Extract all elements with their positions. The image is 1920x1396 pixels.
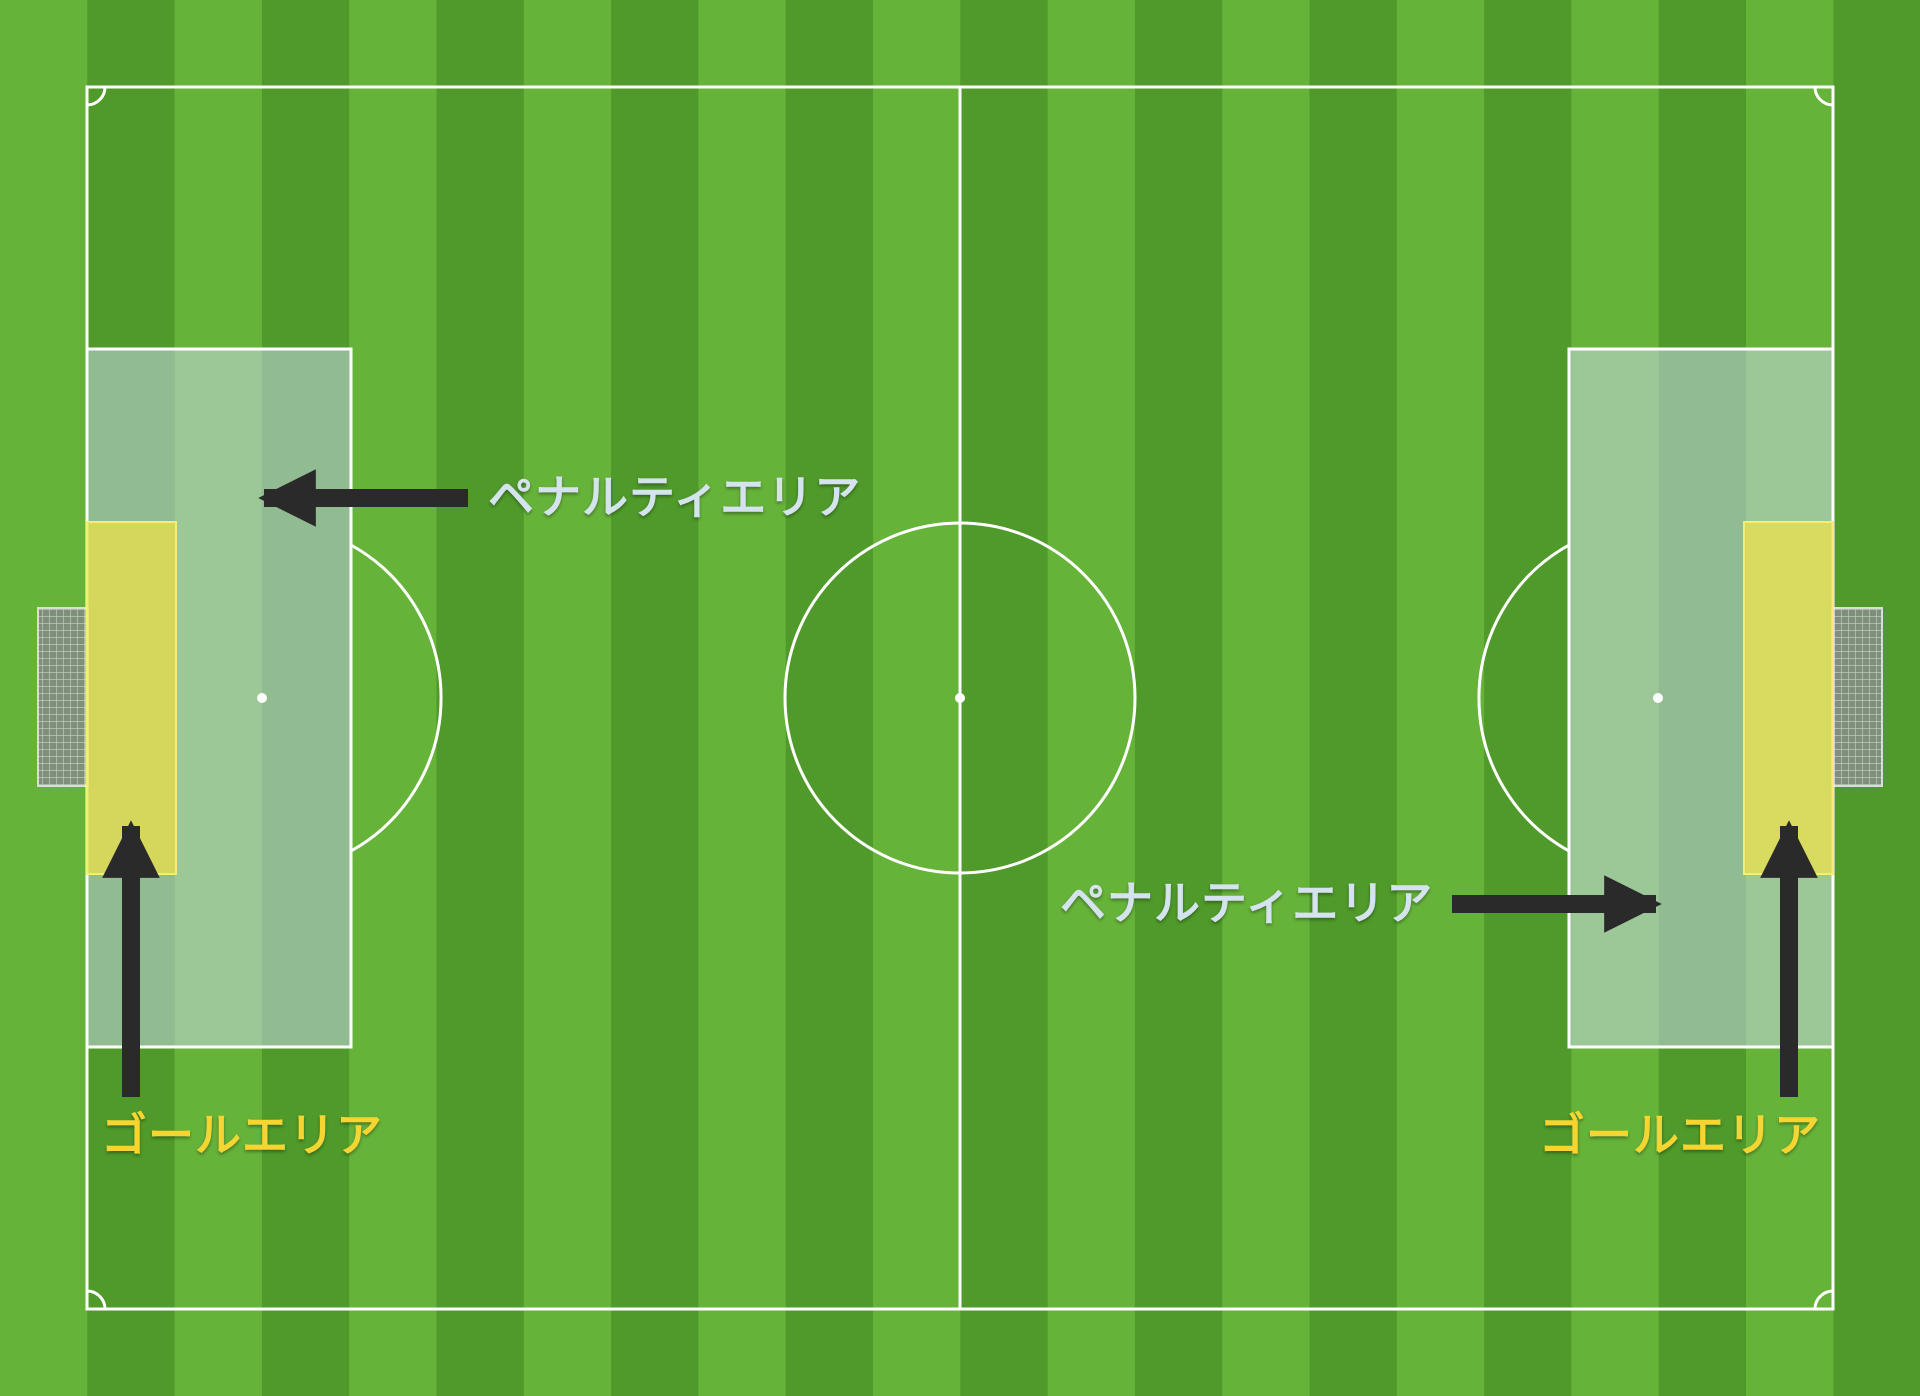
grass-stripe (611, 0, 700, 1396)
grass-stripe (960, 0, 1049, 1396)
grass-stripe (1047, 0, 1136, 1396)
grass-stripe (1134, 0, 1224, 1396)
goal-area-left (86, 521, 177, 875)
grass-stripe (1309, 0, 1398, 1396)
penalty-arc-left (350, 543, 443, 853)
goal-area-label-right: ゴールエリア (1539, 1108, 1821, 1162)
grass-stripe (523, 0, 613, 1396)
penalty-area-label-left: ペナルティエリア (488, 470, 862, 524)
grass-stripe (873, 0, 962, 1396)
grass-stripe (1396, 0, 1486, 1396)
right-goal-net (1831, 607, 1883, 787)
left-goal-net (37, 607, 89, 787)
goal-area-right (1743, 521, 1834, 875)
penalty-spot-right (1653, 693, 1663, 703)
grass-stripe (698, 0, 787, 1396)
grass-stripe (349, 0, 438, 1396)
penalty-area-label-right: ペナルティエリア (1060, 876, 1434, 930)
corner-arc-top-right (1813, 86, 1834, 107)
grass-stripe (436, 0, 525, 1396)
corner-arc-bottom-left (86, 1289, 107, 1310)
grass-stripe (785, 0, 874, 1396)
center-circle (783, 521, 1137, 875)
grass-stripe (1222, 0, 1311, 1396)
penalty-spot-left (257, 693, 267, 703)
grass-stripe (1484, 0, 1573, 1396)
corner-arc-top-left (86, 86, 107, 107)
goal-area-label-left: ゴールエリア (101, 1108, 383, 1162)
corner-arc-bottom-right (1813, 1289, 1834, 1310)
center-spot (955, 693, 965, 703)
penalty-arc-right (1477, 543, 1570, 853)
